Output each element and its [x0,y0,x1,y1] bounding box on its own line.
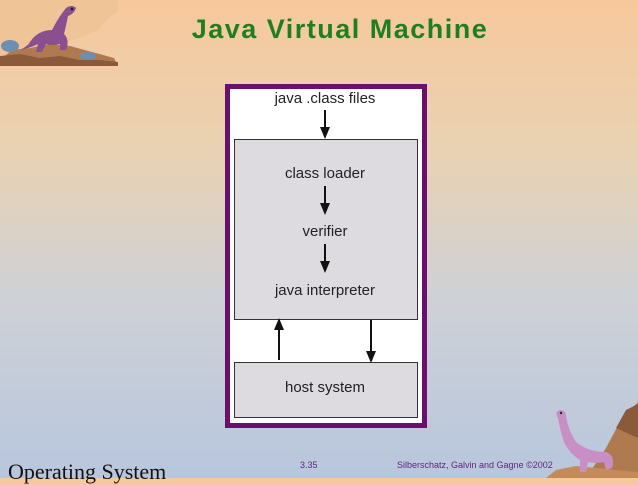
host-system-box [234,362,418,418]
dinosaur-illustration-top-left [0,0,118,66]
page-number: 3.35 [300,460,318,470]
course-title: Operating System [8,459,167,484]
jvm-components-box [234,139,418,320]
class-files-label: java .class files [274,90,376,107]
host-system-label: host system [284,379,366,396]
arrowhead-loader-to-verifier [320,203,330,215]
java-interpreter-label: java interpreter [274,282,376,299]
arrowhead-interpreter-to-host [366,351,376,363]
arrowhead-verifier-to-interpreter [320,261,330,273]
copyright-text: ©2002 [526,460,553,470]
verifier-label: verifier [302,223,348,240]
class-loader-label: class loader [284,165,366,182]
dinosaur-illustration-bottom-right [546,402,638,478]
credit-text: Silberschatz, Galvin and Gagne [397,460,527,470]
arrowhead-host-to-interpreter [274,318,284,330]
credit-line: Silberschatz, Galvin and Gagne ©2002 [397,460,553,470]
arrowhead-class-files-to-loader [320,127,330,139]
slide-title: Java Virtual Machine [191,14,489,44]
